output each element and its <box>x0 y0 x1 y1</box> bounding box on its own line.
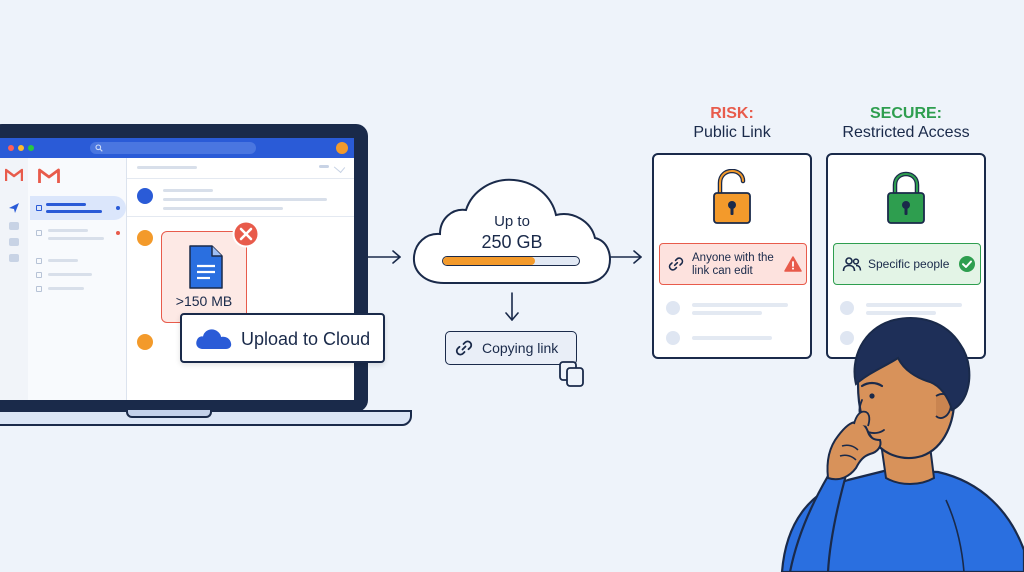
cloud-capacity-value: 250 GB <box>481 232 543 252</box>
window-minimize-dot[interactable] <box>18 145 24 151</box>
risk-title: Public Link <box>693 124 771 141</box>
upload-progress-fill <box>443 257 536 265</box>
upload-to-cloud-label: Upload to Cloud <box>241 329 371 349</box>
sidebar-item-checkbox[interactable] <box>36 286 42 292</box>
public-link-badge-line1: Anyone with the <box>692 252 774 264</box>
mail-sidebar <box>28 158 127 400</box>
cloud-capacity-prefix: Up to <box>494 213 530 230</box>
sender-avatar[interactable] <box>137 230 153 246</box>
sender-avatar[interactable] <box>137 334 153 350</box>
public-link-badge-line2: link can edit <box>692 265 753 277</box>
public-link-badge: Anyone with the link can edit <box>659 243 807 285</box>
label-icon[interactable] <box>9 238 19 246</box>
error-x-icon[interactable] <box>232 220 260 248</box>
copying-link-label: Copying link <box>482 340 559 356</box>
gmail-logo-icon <box>38 168 60 183</box>
thinking-person-illustration <box>780 317 1024 572</box>
risk-panel: Anyone with the link can edit <box>652 153 812 359</box>
app-icon-rail <box>0 158 29 400</box>
check-circle-icon <box>959 256 975 272</box>
copy-icon[interactable] <box>558 360 586 388</box>
sidebar-item-checkbox[interactable] <box>36 272 42 278</box>
laptop-trackpad-notch <box>126 410 212 418</box>
account-avatar[interactable] <box>336 142 348 154</box>
attachment-size-label: >150 MB <box>175 293 233 309</box>
upload-to-cloud-button[interactable] <box>180 313 385 363</box>
unread-indicator <box>116 231 120 235</box>
cloud-storage-icon <box>412 178 611 284</box>
more-icon[interactable] <box>319 165 329 168</box>
send-icon[interactable] <box>8 202 20 214</box>
warning-icon <box>784 256 802 272</box>
copying-link-chip[interactable] <box>445 331 577 365</box>
restricted-access-badge: Specific people <box>833 243 981 285</box>
placeholder-avatar <box>840 331 854 345</box>
link-icon <box>455 340 473 356</box>
address-bar[interactable] <box>90 142 256 154</box>
gmail-logo-icon <box>5 168 23 181</box>
restricted-access-badge-label: Specific people <box>868 257 950 271</box>
upload-progress-bar <box>442 256 580 266</box>
window-close-dot[interactable] <box>8 145 14 151</box>
sidebar-item-checkbox[interactable] <box>36 205 42 211</box>
link-icon <box>668 257 684 271</box>
secure-title: Restricted Access <box>842 124 970 141</box>
sidebar-item-active[interactable] <box>30 196 126 220</box>
risk-tag: RISK: <box>710 105 754 122</box>
window-maximize-dot[interactable] <box>28 145 34 151</box>
search-icon <box>95 144 103 152</box>
unlocked-padlock-icon <box>713 169 751 224</box>
locked-padlock-icon <box>887 171 925 224</box>
inbox-icon[interactable] <box>9 222 19 230</box>
secure-tag: SECURE: <box>869 105 942 122</box>
sidebar-item-checkbox[interactable] <box>36 258 42 264</box>
folder-icon[interactable] <box>9 254 19 262</box>
placeholder-avatar <box>666 331 680 345</box>
sidebar-item-checkbox[interactable] <box>36 230 42 236</box>
attachment-card[interactable] <box>161 231 247 323</box>
placeholder-avatar <box>666 301 680 315</box>
placeholder-avatar <box>840 301 854 315</box>
browser-title-bar <box>0 138 354 158</box>
sender-avatar[interactable] <box>137 188 153 204</box>
document-icon <box>189 245 223 289</box>
check-icon[interactable] <box>333 161 346 174</box>
people-icon <box>842 257 862 272</box>
cloud-icon <box>196 329 232 349</box>
